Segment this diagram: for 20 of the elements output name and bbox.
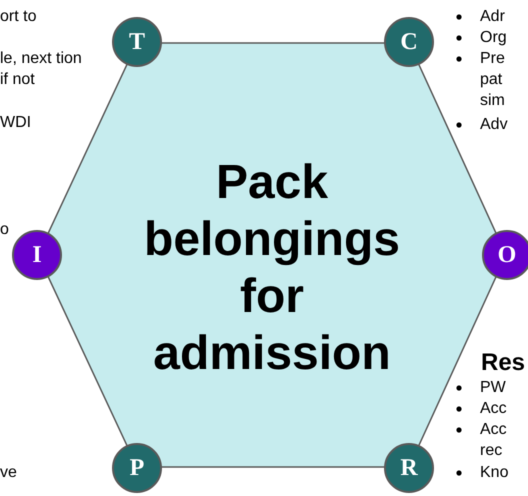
letter-circle: R xyxy=(384,443,434,493)
letter-circle: T xyxy=(112,17,162,67)
bullet-text: Adv xyxy=(480,116,508,133)
section-heading: Res xyxy=(481,348,526,378)
letter-circle: I xyxy=(12,230,62,280)
bullet-text: Acc rec xyxy=(480,421,507,459)
bullet-text: Pre pat sim xyxy=(480,50,505,109)
note-text: WDI xyxy=(0,113,32,133)
bullet-text: Adr xyxy=(480,8,505,25)
letter-circle: P xyxy=(112,443,162,493)
note-text: ort to xyxy=(0,7,38,27)
note-text: o xyxy=(0,220,10,240)
note-text: le, next tion if not xyxy=(0,49,83,90)
bullet-text: PW xyxy=(480,379,506,396)
bullet-text: Acc xyxy=(480,400,507,417)
note-text: ve xyxy=(0,463,18,483)
center-title: Pack belongings for admission xyxy=(143,155,401,382)
letter-circle: C xyxy=(384,17,434,67)
bullet-text: Kno xyxy=(480,464,508,481)
bullet-text: Org xyxy=(480,29,507,46)
